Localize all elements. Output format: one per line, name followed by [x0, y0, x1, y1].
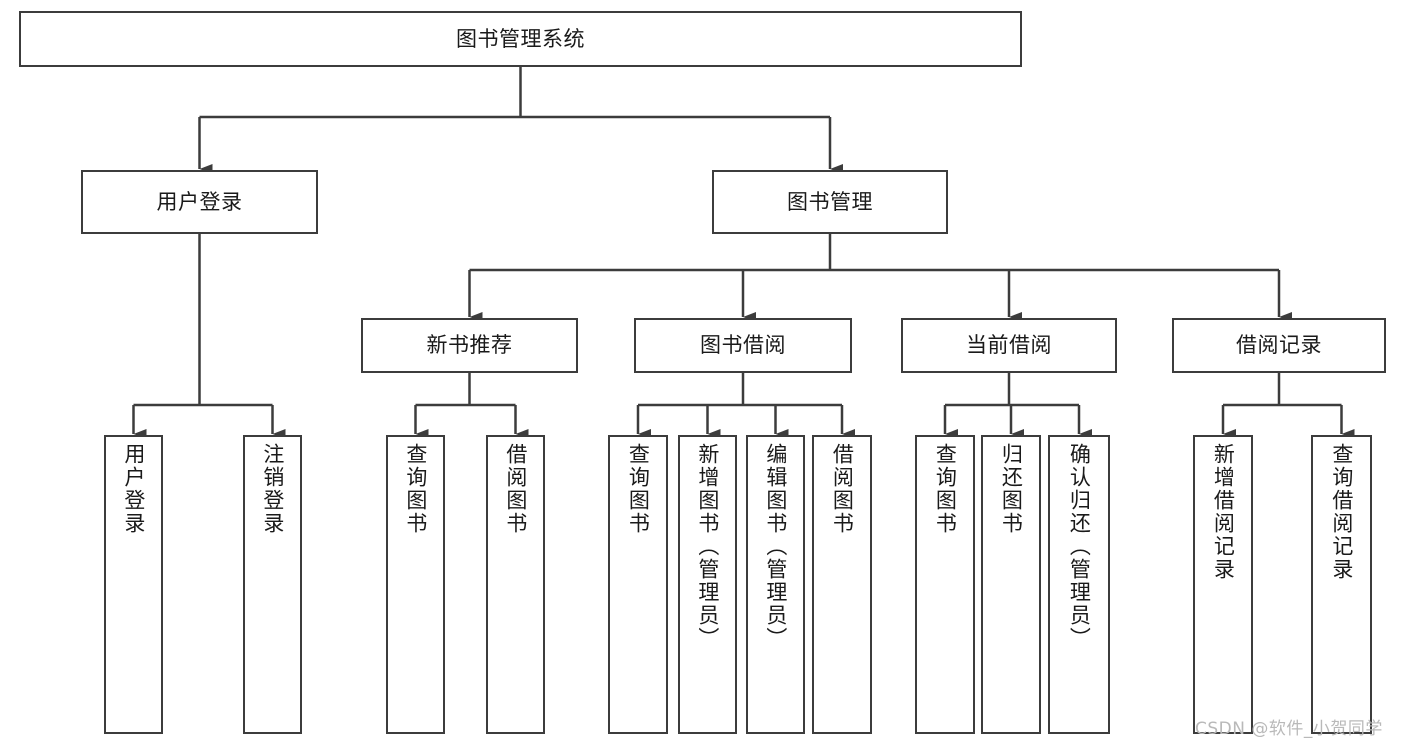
- level2-node-box[interactable]: 借阅记录: [1172, 318, 1386, 373]
- leaf-node-label: 查询图书: [933, 443, 958, 535]
- leaf-node-box[interactable]: 借阅图书: [486, 435, 545, 734]
- level2-node-box[interactable]: 图书借阅: [634, 318, 852, 373]
- leaf-node-label: 借阅图书: [503, 443, 528, 535]
- level1-node-box[interactable]: 图书管理: [712, 170, 948, 234]
- level2-node-label: 当前借阅: [966, 333, 1052, 357]
- root-node-box[interactable]: 图书管理系统: [19, 11, 1022, 67]
- level2-node-box[interactable]: 新书推荐: [361, 318, 578, 373]
- level1-node-label: 用户登录: [156, 189, 243, 214]
- leaf-node-label: 查询图书: [403, 443, 428, 535]
- leaf-node-box[interactable]: 查询图书: [386, 435, 445, 734]
- leaf-node-label: 新增借阅记录: [1211, 443, 1236, 581]
- leaf-node-label: 借阅图书: [830, 443, 855, 535]
- leaf-node-box[interactable]: 查询图书: [915, 435, 975, 734]
- leaf-node-label: 归还图书: [999, 443, 1024, 535]
- leaf-node-label: 编辑图书（管理员）: [763, 443, 788, 650]
- level1-node-label: 图书管理: [787, 189, 873, 214]
- leaf-node-box[interactable]: 新增图书（管理员）: [678, 435, 737, 734]
- leaf-node-box[interactable]: 查询借阅记录: [1311, 435, 1372, 734]
- leaf-node-label: 用户登录: [121, 443, 146, 535]
- leaf-node-box[interactable]: 新增借阅记录: [1193, 435, 1253, 734]
- level2-node-label: 借阅记录: [1236, 333, 1322, 357]
- level2-node-label: 图书借阅: [700, 333, 786, 357]
- leaf-node-label: 注销登录: [260, 443, 285, 535]
- leaf-node-label: 新增图书（管理员）: [695, 443, 720, 650]
- leaf-node-box[interactable]: 编辑图书（管理员）: [746, 435, 805, 734]
- leaf-node-box[interactable]: 借阅图书: [812, 435, 872, 734]
- leaf-node-box[interactable]: 查询图书: [608, 435, 668, 734]
- leaf-node-label: 确认归还（管理员）: [1067, 443, 1092, 650]
- leaf-node-box[interactable]: 注销登录: [243, 435, 302, 734]
- leaf-node-box[interactable]: 确认归还（管理员）: [1048, 435, 1110, 734]
- level2-node-box[interactable]: 当前借阅: [901, 318, 1117, 373]
- root-node-label: 图书管理系统: [456, 26, 585, 51]
- level1-node-box[interactable]: 用户登录: [81, 170, 318, 234]
- leaf-node-box[interactable]: 用户登录: [104, 435, 163, 734]
- level2-node-label: 新书推荐: [426, 333, 513, 357]
- leaf-node-label: 查询图书: [626, 443, 651, 535]
- leaf-node-box[interactable]: 归还图书: [981, 435, 1041, 734]
- leaf-node-label: 查询借阅记录: [1329, 443, 1354, 581]
